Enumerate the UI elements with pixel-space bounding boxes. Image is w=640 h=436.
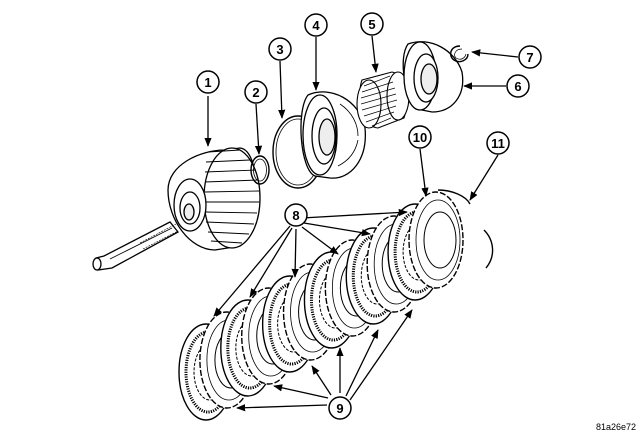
- callout-8: 8: [284, 203, 308, 227]
- reference-code: 81a26e72: [596, 422, 636, 432]
- part-11-snap-ring: [437, 189, 494, 269]
- arrow-3: [278, 60, 286, 119]
- callout-5: 5: [360, 12, 384, 36]
- callout-7: 7: [518, 45, 542, 69]
- callout-4: 4: [304, 13, 328, 37]
- callout-9: 9: [328, 396, 352, 420]
- svg-text:1: 1: [204, 75, 211, 90]
- clutch-pack-plates: [178, 191, 464, 421]
- steel-plate: [408, 191, 464, 289]
- leader-arrows: [204, 35, 519, 412]
- svg-text:4: 4: [312, 18, 320, 33]
- arrows-9: [236, 309, 413, 412]
- part-1-clutch-hub-shaft: [92, 147, 261, 271]
- svg-text:5: 5: [368, 17, 375, 32]
- callout-labels: 1 2 3 4 5 6 7 8 9 10 11: [196, 12, 542, 420]
- callout-10: 10: [408, 125, 432, 149]
- callout-6: 6: [506, 74, 530, 98]
- svg-text:2: 2: [252, 85, 259, 100]
- callout-1: 1: [196, 70, 220, 94]
- arrow-5: [371, 35, 379, 73]
- arrow-2: [254, 103, 263, 155]
- part-5-return-spring: [356, 71, 410, 129]
- part-4-piston: [300, 91, 366, 179]
- svg-text:6: 6: [514, 79, 521, 94]
- callout-3: 3: [268, 37, 292, 61]
- arrow-7: [471, 49, 519, 58]
- arrows-8: [213, 208, 408, 317]
- svg-text:10: 10: [413, 130, 427, 145]
- callout-2: 2: [244, 80, 268, 104]
- svg-text:7: 7: [526, 50, 533, 65]
- part-6-spring-retainer: [402, 41, 464, 113]
- svg-text:3: 3: [276, 42, 283, 57]
- arrow-11: [469, 154, 499, 201]
- part-2-snap-ring: [250, 155, 270, 185]
- arrow-10: [419, 148, 429, 197]
- callout-11: 11: [486, 131, 510, 155]
- svg-text:8: 8: [292, 208, 299, 223]
- svg-text:9: 9: [336, 401, 343, 416]
- svg-text:11: 11: [491, 136, 505, 151]
- part-7-snap-ring: [449, 45, 469, 63]
